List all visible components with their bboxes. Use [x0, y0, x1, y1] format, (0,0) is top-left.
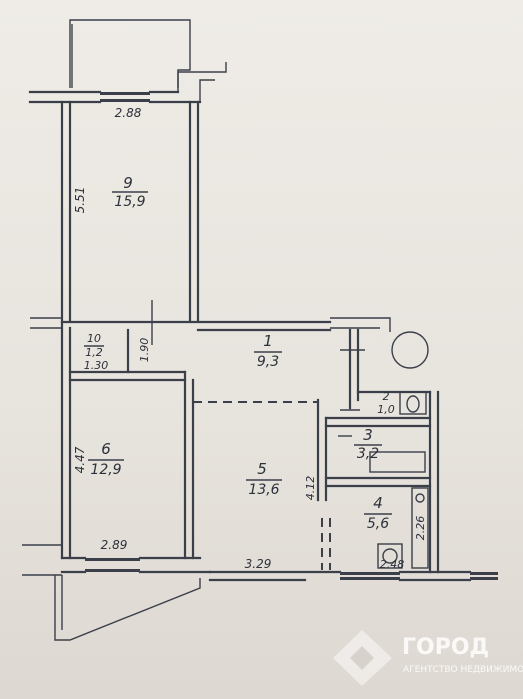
partitions [60, 300, 432, 570]
room-2-number: 2 [383, 390, 390, 403]
room-3-area: 3,2 [357, 446, 379, 462]
outer-walls [22, 62, 472, 641]
room-9-number: 9 [123, 174, 133, 192]
dim-storage-width: 1.30 [84, 359, 109, 372]
room-5-number: 5 [257, 460, 267, 478]
room-6-area: 12,9 [90, 462, 121, 478]
watermark-brand: ГОРОД [402, 635, 489, 660]
toilet-icon [399, 391, 427, 415]
room-1-area: 9,3 [257, 354, 279, 370]
dim-room9-height: 5.51 [73, 187, 87, 214]
windows [85, 92, 498, 580]
dim-kitchen-width: 2.48 [380, 558, 405, 571]
dimension-labels: 2.88 5.51 1.30 1.90 4.47 2.89 3.29 4.12 … [73, 106, 427, 571]
dim-kitchen-height: 2.26 [414, 516, 427, 541]
logo-icon [333, 630, 392, 686]
dim-room5-width: 3.29 [245, 557, 272, 571]
room-4-number: 4 [373, 494, 383, 512]
watermark-tagline: АГЕНТСТВО НЕДВИЖИМОСТИ [403, 665, 523, 675]
dim-room5-height: 4.12 [304, 476, 317, 501]
kitchen-counter [411, 487, 429, 569]
bathtub-icon [369, 451, 426, 473]
dim-top-width: 2.88 [115, 106, 142, 120]
room-5-area: 13,6 [248, 482, 279, 498]
room-4-area: 5,6 [367, 516, 389, 532]
dim-room6-width: 2.89 [101, 538, 128, 552]
dim-room6-height: 4.47 [73, 446, 87, 473]
room-3-number: 3 [363, 426, 373, 444]
dim-storage-height: 1.90 [138, 338, 151, 363]
room-10-number: 10 [87, 332, 101, 345]
room-1-number: 1 [263, 332, 273, 350]
ventilation-shaft [391, 331, 429, 369]
room-10-area: 1,2 [85, 346, 103, 359]
watermark: ГОРОД АГЕНТСТВО НЕДВИЖИМОСТИ [333, 630, 523, 686]
stove-icon [377, 543, 403, 569]
room-2-area: 1,0 [377, 403, 395, 416]
room-6-number: 6 [101, 440, 111, 458]
room-labels: 9 15,9 1 9,3 10 1,2 6 12,9 5 13,6 2 1,0 … [84, 174, 395, 532]
top-balcony [69, 19, 191, 88]
fixtures [369, 331, 429, 569]
room-9-area: 15,9 [114, 194, 145, 210]
